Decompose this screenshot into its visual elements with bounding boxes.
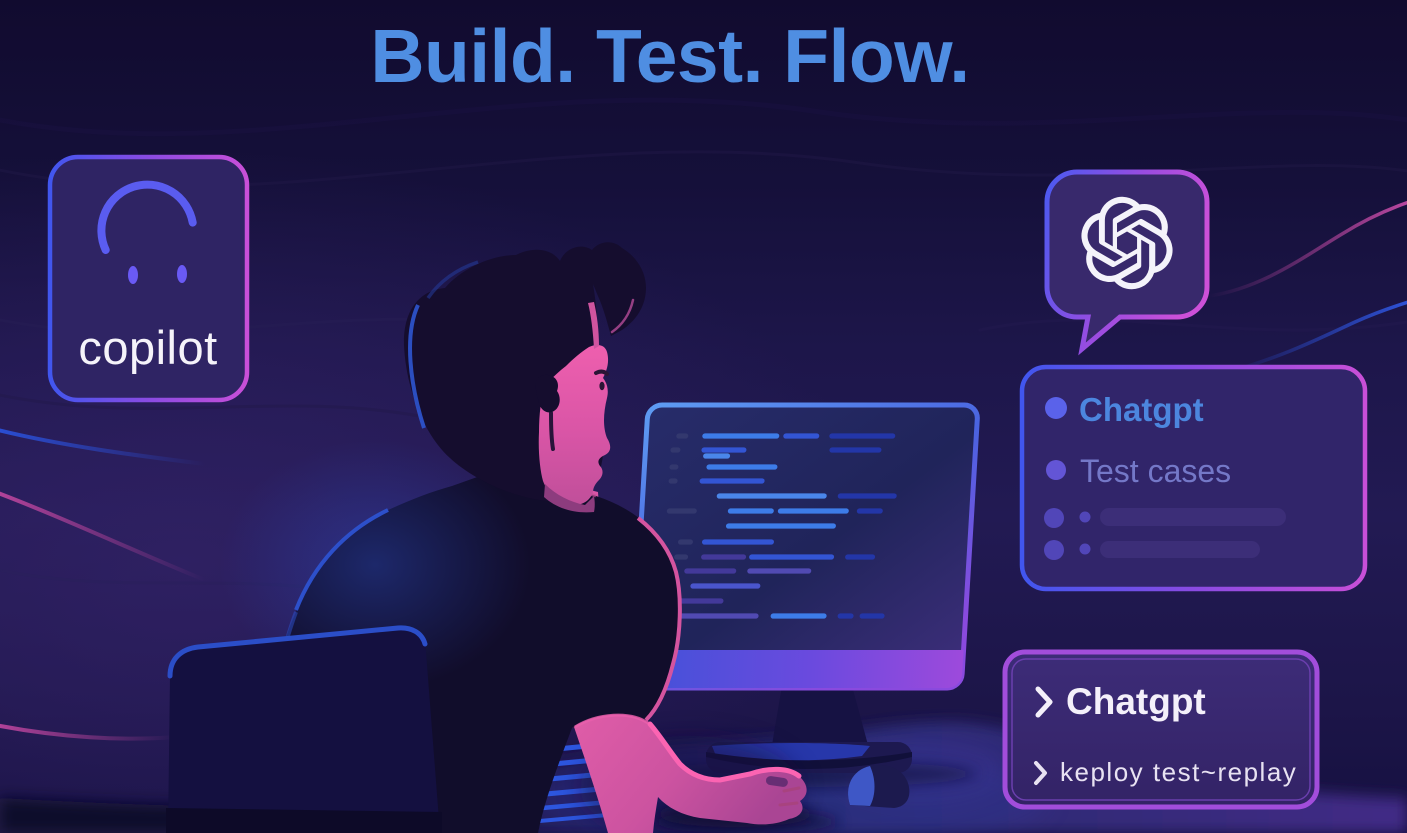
svg-text:Chatgpt: Chatgpt (1079, 391, 1204, 428)
svg-text:Chatgpt: Chatgpt (1066, 681, 1206, 722)
svg-text:copilot: copilot (78, 321, 217, 374)
svg-text:keploy test~replay: keploy test~replay (1060, 757, 1297, 787)
svg-text:Build. Test. Flow.: Build. Test. Flow. (370, 14, 969, 98)
svg-text:Test cases: Test cases (1080, 453, 1231, 489)
